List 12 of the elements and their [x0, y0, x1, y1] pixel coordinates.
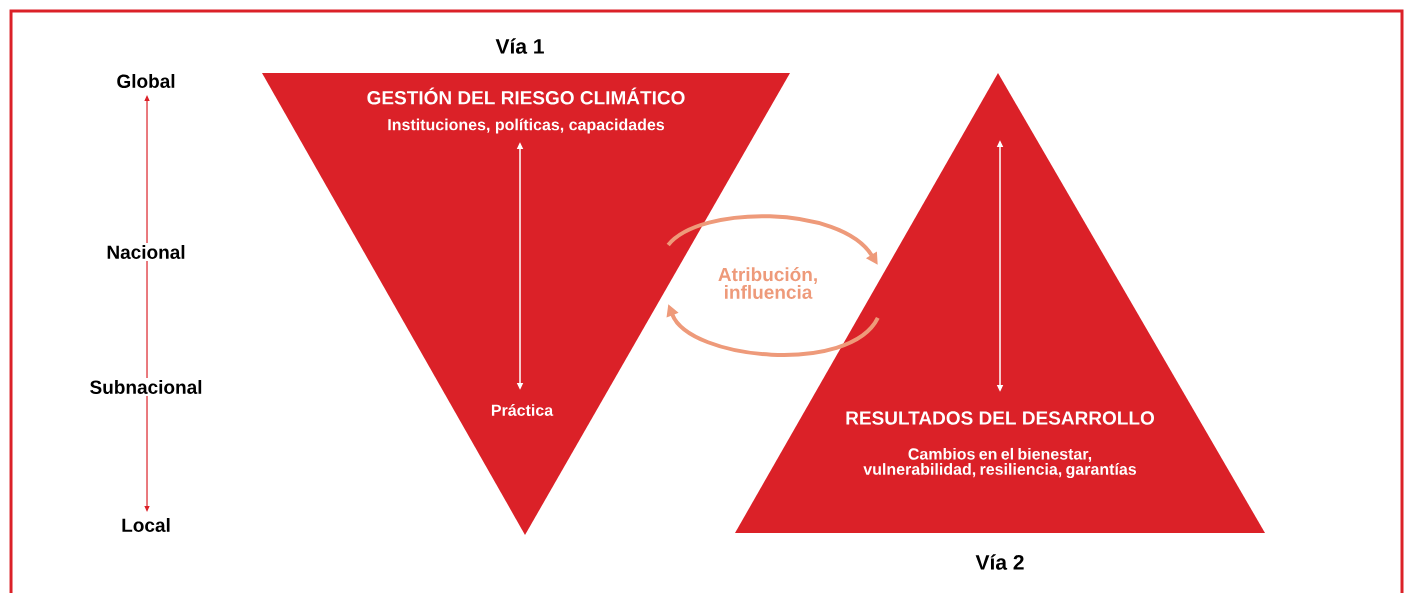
scale-label: Global — [114, 72, 178, 90]
scale-label: Nacional — [104, 243, 188, 261]
triangle-text: RESULTADOS DEL DESARROLLO — [846, 411, 1154, 425]
path-title: Vía 2 — [975, 554, 1024, 570]
scale-label: Local — [119, 516, 173, 534]
path-title: Vía 1 — [495, 38, 544, 54]
triangle-text: GESTIÓN DEL RIESGO CLIMÁTICO — [367, 87, 685, 105]
triangle-text: Práctica — [491, 404, 554, 416]
cycle-label: Atribución, influencia — [718, 267, 817, 299]
triangle-text: Instituciones, políticas, capacidades — [388, 118, 665, 134]
triangle-text: Cambios en el bienestar, vulnerabilidad, resiliencia, garantías — [863, 447, 1137, 479]
scale-label: Subnacional — [87, 378, 205, 396]
